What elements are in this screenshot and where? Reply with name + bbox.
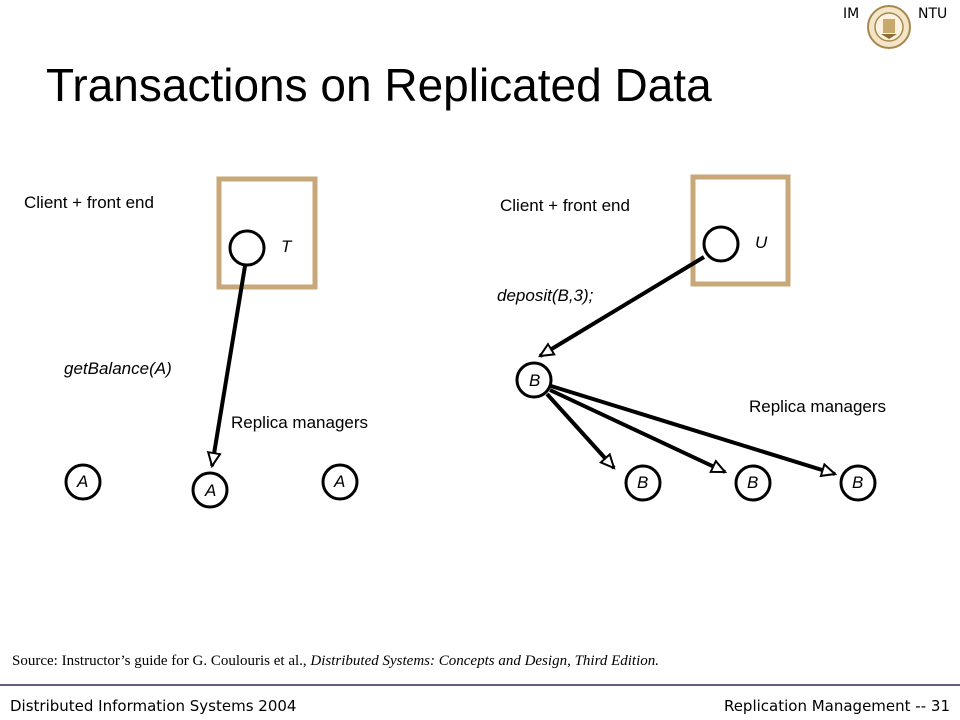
right-transaction-node bbox=[702, 225, 740, 263]
propagate-arrow-1 bbox=[545, 392, 614, 468]
propagate-arrow-2 bbox=[549, 388, 725, 474]
left-replica-node-1 bbox=[64, 463, 102, 501]
right-replica-label-1: B bbox=[637, 473, 649, 492]
footer-slide-info: Replication Management -- 31 bbox=[723, 697, 950, 715]
primary-replica-label: B bbox=[529, 371, 541, 390]
left-transaction-label: T bbox=[281, 237, 292, 256]
source-book-title: Distributed Systems: Concepts and Design… bbox=[310, 653, 660, 669]
footer-divider bbox=[0, 684, 960, 686]
left-client-box bbox=[216, 176, 318, 290]
right-client-label: Client + front end bbox=[500, 196, 630, 215]
primary-replica-node bbox=[515, 361, 553, 399]
left-replica-managers-label: Replica managers bbox=[231, 413, 369, 432]
right-replica-node-3 bbox=[839, 464, 877, 502]
right-replica-node-1 bbox=[624, 464, 662, 502]
left-replica-node-3 bbox=[321, 463, 359, 501]
source-citation: Source: Instructor’s guide for G. Coulou… bbox=[12, 653, 659, 670]
left-replica-label-1: A bbox=[77, 472, 89, 491]
deposit-label: deposit(B,3); bbox=[497, 286, 594, 305]
header-mark-ntu: NTU bbox=[918, 6, 948, 22]
source-prefix: Source: Instructor’s guide for G. Coulou… bbox=[12, 653, 311, 669]
university-seal-logo bbox=[866, 4, 912, 50]
left-replica-node-2 bbox=[191, 471, 229, 509]
page-title: Transactions on Replicated Data bbox=[46, 59, 712, 111]
get-balance-label: getBalance(A) bbox=[64, 359, 172, 378]
left-replica-label-3: A bbox=[334, 472, 346, 491]
right-client-box bbox=[690, 174, 791, 287]
propagate-arrow-3 bbox=[550, 384, 835, 474]
right-replica-managers-label: Replica managers bbox=[749, 397, 887, 416]
left-client-label: Client + front end bbox=[24, 193, 154, 212]
left-transaction-node bbox=[228, 229, 266, 267]
right-replica-label-3: B bbox=[852, 473, 864, 492]
left-replica-label-2: A bbox=[205, 481, 217, 500]
right-replica-node-2 bbox=[734, 464, 772, 502]
right-replica-label-2: B bbox=[747, 473, 759, 492]
footer-course-title: Distributed Information Systems 2004 bbox=[10, 697, 297, 715]
deposit-arrow bbox=[540, 255, 706, 358]
header-mark-im: IM bbox=[843, 6, 860, 22]
get-balance-arrow bbox=[212, 265, 247, 466]
right-transaction-label: U bbox=[755, 233, 768, 252]
